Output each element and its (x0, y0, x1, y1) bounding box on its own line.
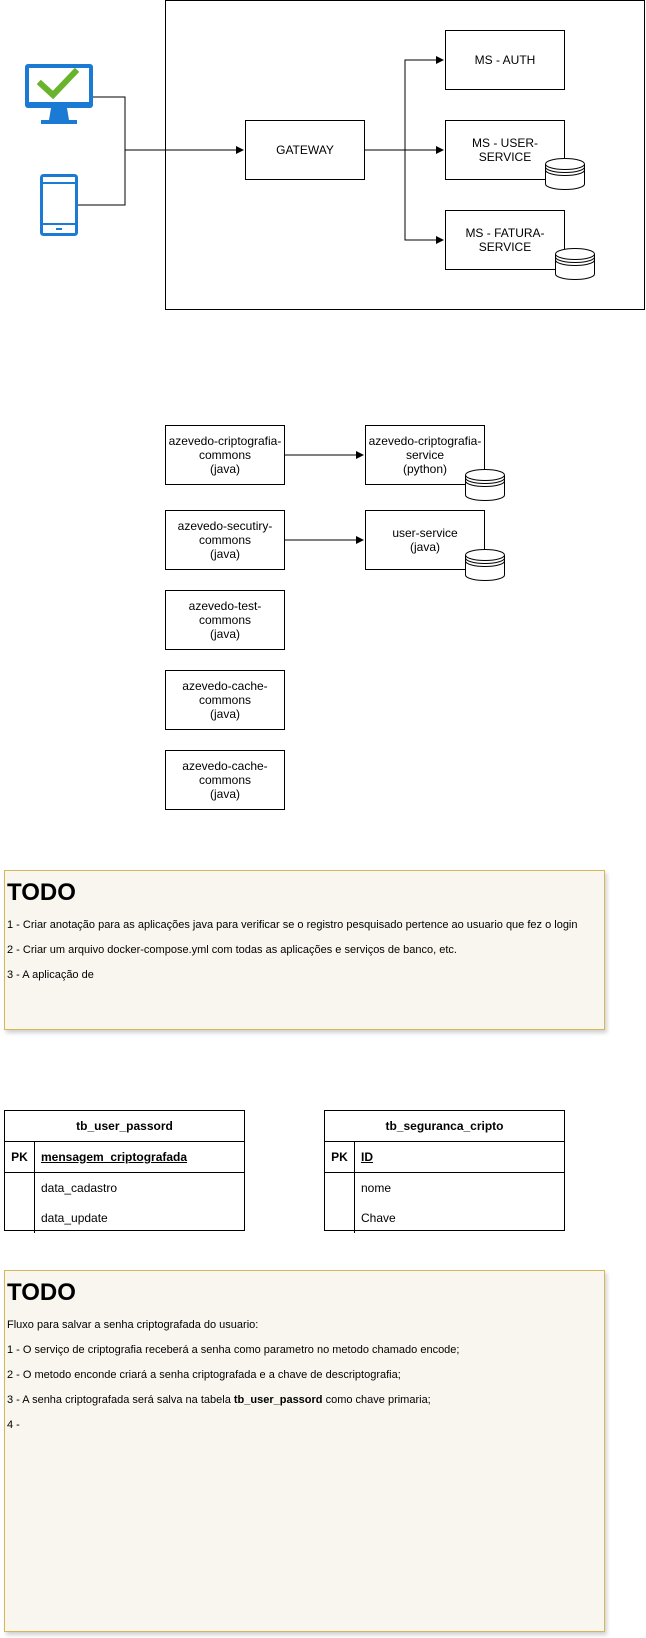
key-cell (325, 1203, 355, 1233)
todo-title: TODO (7, 879, 76, 906)
ms-user-service-box: MS - USER- SERVICE (445, 120, 565, 180)
todo-item: 1 - Criar anotação para as aplicações ja… (7, 919, 578, 931)
ms-fatura-service-label-1: MS - FATURA- (465, 226, 545, 240)
user-service-database-icon (545, 158, 585, 190)
library-label: commons (198, 693, 251, 707)
service-label: user-service (392, 526, 458, 540)
table-row: nome (325, 1173, 564, 1203)
gateway-to-auth-arrow (404, 56, 444, 150)
todo-title: TODO (7, 1279, 76, 1306)
service-label: (python) (402, 462, 448, 476)
field: nome (361, 1181, 392, 1195)
table-row: data_cadastro (5, 1173, 244, 1203)
pk-field: mensagem_criptografada (41, 1150, 188, 1164)
ms-user-service-label-1: MS - USER- (472, 136, 538, 150)
todo-note-2: TODO Fluxo para salvar a senha criptogra… (4, 1270, 605, 1632)
library-label: (java) (209, 462, 240, 476)
field: Chave (361, 1211, 396, 1225)
service-label: azevedo-criptografia- (368, 434, 482, 448)
library-label: azevedo-cache- (182, 679, 268, 693)
clients-connector (78, 96, 126, 206)
library-label: azevedo-cache- (182, 759, 268, 773)
gateway-box: GATEWAY (245, 120, 365, 180)
table-row-pk: PK ID (325, 1142, 564, 1173)
todo-item-text: 3 - A senha criptografada será salva na … (7, 1394, 234, 1406)
library-label: azevedo-criptografia- (168, 434, 282, 448)
key-cell (325, 1173, 355, 1203)
todo-item-text: como chave primaria; (322, 1394, 431, 1406)
user-service-java-database-icon (465, 549, 505, 581)
table-row: Chave (325, 1203, 564, 1233)
pk-label: PK (5, 1142, 35, 1172)
todo-item-table-name: tb_user_passord (233, 1394, 323, 1406)
todo-item: 4 - (7, 1419, 20, 1431)
field: data_update (41, 1211, 108, 1225)
library-label: commons (198, 773, 251, 787)
table-name: tb_seguranca_cripto (325, 1111, 564, 1142)
todo-item: 3 - A senha criptografada será salva na … (7, 1394, 602, 1407)
entity-table: tb_seguranca_cripto PK ID nome Chave (324, 1110, 565, 1233)
ms-auth-label: MS - AUTH (474, 53, 536, 67)
todo-intro: Fluxo para salvar a senha criptografada … (7, 1319, 259, 1331)
library-label: commons (198, 613, 251, 627)
system-boundary (165, 0, 645, 310)
library-label: (java) (209, 707, 240, 721)
service-box: azevedo-criptografia- service (python) (365, 425, 485, 485)
library-box: azevedo-cache- commons (java) (165, 750, 285, 810)
service-label: (java) (409, 540, 440, 554)
library-label: (java) (209, 547, 240, 561)
library-box: azevedo-secutiry- commons (java) (165, 510, 285, 570)
library-box: azevedo-criptografia- commons (java) (165, 425, 285, 485)
library-box: azevedo-test- commons (java) (165, 590, 285, 650)
table-name: tb_user_passord (5, 1111, 244, 1142)
service-label: service (405, 448, 444, 462)
todo-item: 3 - A aplicação de (7, 969, 94, 981)
key-cell (5, 1203, 35, 1233)
ms-auth-box: MS - AUTH (445, 30, 565, 90)
field: data_cadastro (41, 1181, 118, 1195)
fatura-service-database-icon (555, 248, 595, 280)
ms-fatura-service-label-2: SERVICE (478, 240, 532, 254)
pk-field: ID (361, 1150, 373, 1164)
todo-item: 2 - Criar um arquivo docker-compose.yml … (7, 944, 457, 956)
table-row: data_update (5, 1203, 244, 1233)
connector-lines (78, 56, 444, 544)
library-label: azevedo-test- (188, 599, 262, 613)
gateway-label: GATEWAY (276, 143, 334, 157)
library-label: azevedo-secutiry- (177, 519, 273, 533)
gateway-to-fatura-arrow (404, 150, 444, 244)
ms-user-service-label-2: SERVICE (478, 150, 532, 164)
library-label: (java) (209, 627, 240, 641)
library-label: commons (198, 448, 251, 462)
library-label: commons (198, 533, 251, 547)
key-cell (5, 1173, 35, 1203)
todo-item: 2 - O metodo enconde criará a senha crip… (7, 1369, 401, 1381)
todo-item: 1 - O serviço de criptografia receberá a… (7, 1344, 460, 1356)
entity-table: tb_user_passord PK mensagem_criptografad… (4, 1110, 245, 1233)
monitor-check-icon (25, 64, 93, 124)
library-label: (java) (209, 787, 240, 801)
library-box: azevedo-cache- commons (java) (165, 670, 285, 730)
table-row-pk: PK mensagem_criptografada (5, 1142, 244, 1173)
mobile-phone-icon (40, 174, 78, 236)
todo-note-1: TODO 1 - Criar anotação para as aplicaçõ… (4, 870, 605, 1030)
cripto-service-database-icon (465, 469, 505, 501)
pk-label: PK (325, 1142, 355, 1172)
ms-fatura-service-box: MS - FATURA- SERVICE (445, 210, 565, 270)
